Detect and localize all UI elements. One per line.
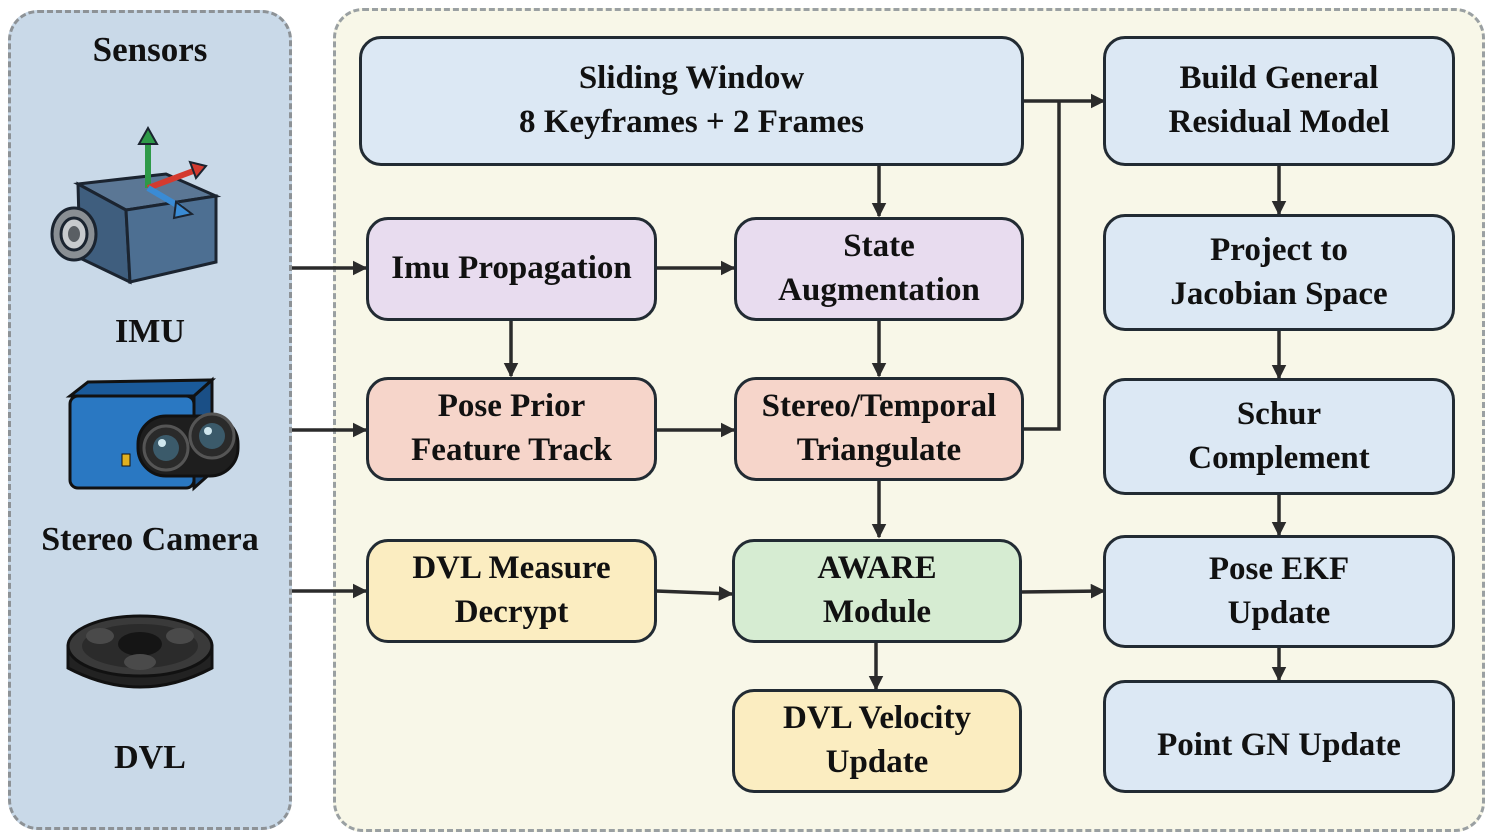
residual-model-node: Build General Residual Model: [1103, 36, 1455, 166]
node-line: AWARE: [817, 550, 937, 587]
dvl-measure-node: DVL Measure Decrypt: [366, 539, 657, 643]
stereo-camera-icon: [65, 376, 240, 492]
state-augmentation-node: State Augmentation: [734, 217, 1024, 321]
node-line: Pose Prior: [437, 388, 586, 425]
dvl-label: DVL: [114, 739, 186, 776]
node-line: Update: [1227, 594, 1331, 631]
node-line: Update: [825, 744, 929, 780]
node-line: Module: [822, 594, 932, 630]
node-line: 8 Keyframes + 2 Frames: [518, 104, 865, 140]
node-line: Point GN Update: [1157, 726, 1401, 763]
dvl-sensor-icon: [66, 614, 214, 689]
node-line: Decrypt: [454, 594, 569, 630]
node-line: Schur: [1236, 395, 1322, 432]
node-line: Residual Model: [1168, 104, 1390, 140]
node-line: Complement: [1188, 439, 1370, 476]
imu-cube-icon: [50, 125, 222, 285]
triangulate-node: Stereo/Temporal Triangulate: [734, 377, 1024, 481]
pose-ekf-node: Pose EKF Update: [1103, 535, 1455, 648]
imu-propagation-node: Imu Propagation: [366, 217, 657, 321]
node-line: Pose EKF: [1208, 550, 1350, 587]
pose-prior-node: Pose Prior Feature Track: [366, 377, 657, 481]
node-line: Stereo/Temporal: [761, 388, 997, 425]
sliding-window-node: Sliding Window 8 Keyframes + 2 Frames: [359, 36, 1024, 166]
aware-module-node: AWARE Module: [732, 539, 1022, 643]
node-line: Build General: [1179, 60, 1379, 97]
stereo-camera-label: Stereo Camera: [41, 521, 259, 558]
node-line: Augmentation: [778, 272, 980, 308]
node-line: DVL Velocity: [783, 700, 971, 737]
point-gn-node: Point GN Update: [1103, 680, 1455, 793]
jacobian-node: Project to Jacobian Space: [1103, 214, 1455, 331]
schur-node: Schur Complement: [1103, 378, 1455, 495]
sensors-title: Sensors: [92, 30, 208, 69]
imu-label: IMU: [115, 313, 185, 350]
node-line: Project to: [1210, 231, 1348, 268]
node-line: DVL Measure: [412, 550, 611, 587]
node-line: Jacobian Space: [1170, 275, 1388, 312]
dvl-velocity-node: DVL Velocity Update: [732, 689, 1022, 793]
node-line: Feature Track: [411, 432, 612, 468]
node-line: State: [843, 228, 915, 265]
node-line: Imu Propagation: [391, 250, 632, 287]
node-line: Triangulate: [796, 432, 962, 468]
node-line: Sliding Window: [578, 60, 805, 97]
